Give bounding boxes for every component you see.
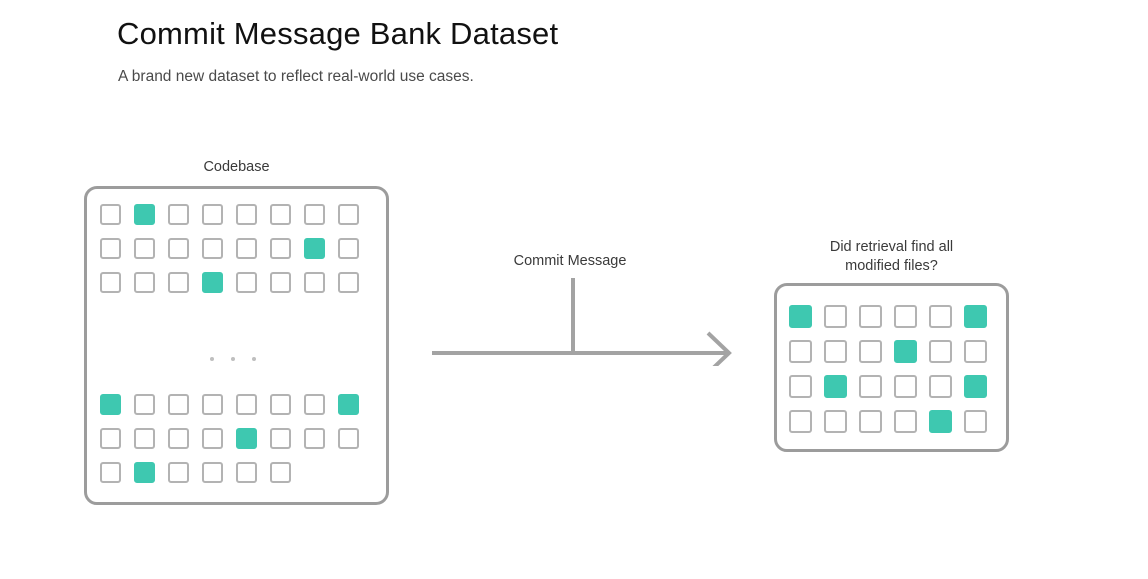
file-cell-unmodified <box>134 238 155 259</box>
grid-row <box>100 462 372 496</box>
file-cell-unmodified <box>236 462 257 483</box>
file-cell-unmodified <box>100 272 121 293</box>
file-cell-unmodified <box>168 272 189 293</box>
file-cell-unmodified <box>202 428 223 449</box>
file-cell-unmodified <box>202 238 223 259</box>
file-cell-unmodified <box>304 394 325 415</box>
file-cell-modified <box>134 462 155 483</box>
file-cell-unmodified <box>824 305 847 328</box>
retrieval-label: Did retrieval find all modified files? <box>829 239 954 274</box>
file-cell-unmodified <box>100 204 121 225</box>
file-cell-unmodified <box>168 238 189 259</box>
file-cell-unmodified <box>134 272 155 293</box>
file-cell-unmodified <box>134 394 155 415</box>
file-cell-modified <box>964 305 987 328</box>
file-cell-unmodified <box>789 410 812 433</box>
file-cell-modified <box>894 340 917 363</box>
codebase-grid-bottom <box>100 394 372 496</box>
file-cell-unmodified <box>859 375 882 398</box>
file-cell-unmodified <box>168 428 189 449</box>
file-cell-unmodified <box>859 410 882 433</box>
retrieval-grid <box>789 305 999 445</box>
file-cell-unmodified <box>304 428 325 449</box>
ellipsis-dot <box>210 357 214 361</box>
file-cell-unmodified <box>270 204 291 225</box>
file-cell-unmodified <box>338 238 359 259</box>
file-cell-unmodified <box>338 204 359 225</box>
file-cell-unmodified <box>824 340 847 363</box>
grid-row <box>100 238 372 272</box>
ellipsis-dot <box>252 357 256 361</box>
grid-row <box>100 428 372 462</box>
file-cell-modified <box>824 375 847 398</box>
file-cell-unmodified <box>338 428 359 449</box>
file-cell-modified <box>100 394 121 415</box>
grid-row <box>789 410 999 445</box>
file-cell-modified <box>202 272 223 293</box>
file-cell-unmodified <box>168 394 189 415</box>
codebase-grid-top <box>100 204 372 306</box>
grid-row <box>789 305 999 340</box>
file-cell-unmodified <box>824 410 847 433</box>
file-cell-unmodified <box>202 204 223 225</box>
codebase-label: Codebase <box>203 159 270 175</box>
page-subtitle: A brand new dataset to reflect real-worl… <box>118 68 474 85</box>
file-cell-unmodified <box>270 272 291 293</box>
file-cell-unmodified <box>100 462 121 483</box>
grid-row <box>100 204 372 238</box>
file-cell-modified <box>964 375 987 398</box>
file-cell-unmodified <box>100 238 121 259</box>
file-cell-unmodified <box>202 394 223 415</box>
file-cell-unmodified <box>168 204 189 225</box>
grid-row <box>789 340 999 375</box>
file-cell-unmodified <box>338 272 359 293</box>
file-cell-unmodified <box>929 340 952 363</box>
file-cell-unmodified <box>270 462 291 483</box>
file-cell-unmodified <box>789 375 812 398</box>
file-cell-unmodified <box>270 428 291 449</box>
ellipsis-dot <box>231 357 235 361</box>
grid-row <box>789 375 999 410</box>
file-cell-unmodified <box>894 375 917 398</box>
file-cell-modified <box>236 428 257 449</box>
file-cell-unmodified <box>236 238 257 259</box>
file-cell-unmodified <box>894 305 917 328</box>
file-cell-unmodified <box>964 340 987 363</box>
file-cell-unmodified <box>304 204 325 225</box>
file-cell-unmodified <box>236 204 257 225</box>
flow-arrow <box>432 278 732 366</box>
file-cell-unmodified <box>236 272 257 293</box>
arrow-head <box>706 331 732 366</box>
codebase-ellipsis <box>210 357 256 361</box>
file-cell-modified <box>304 238 325 259</box>
grid-row <box>100 272 372 306</box>
file-cell-unmodified <box>929 305 952 328</box>
page-title: Commit Message Bank Dataset <box>117 16 559 51</box>
file-cell-unmodified <box>789 340 812 363</box>
grid-row <box>100 394 372 428</box>
file-cell-unmodified <box>202 462 223 483</box>
file-cell-modified <box>134 204 155 225</box>
file-cell-unmodified <box>270 394 291 415</box>
file-cell-modified <box>929 410 952 433</box>
file-cell-unmodified <box>929 375 952 398</box>
file-cell-unmodified <box>304 272 325 293</box>
file-cell-unmodified <box>894 410 917 433</box>
file-cell-unmodified <box>134 428 155 449</box>
file-cell-unmodified <box>964 410 987 433</box>
file-cell-unmodified <box>270 238 291 259</box>
file-cell-modified <box>789 305 812 328</box>
file-cell-unmodified <box>236 394 257 415</box>
file-cell-unmodified <box>859 340 882 363</box>
commit-message-label: Commit Message <box>513 253 627 269</box>
file-cell-unmodified <box>100 428 121 449</box>
file-cell-unmodified <box>168 462 189 483</box>
file-cell-unmodified <box>859 305 882 328</box>
file-cell-modified <box>338 394 359 415</box>
